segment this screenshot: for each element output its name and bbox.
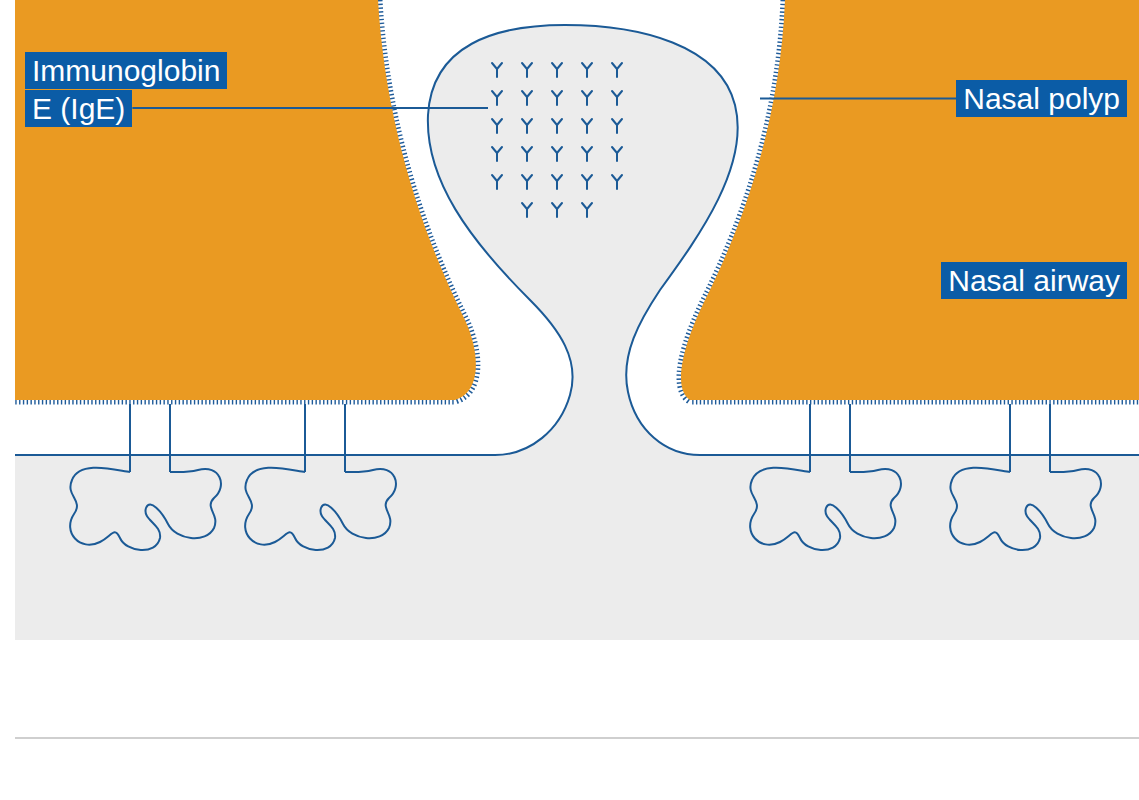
- gland: [750, 404, 901, 550]
- airway-wall: [15, 0, 476, 400]
- ige-antibodies: [492, 63, 622, 217]
- gland: [950, 404, 1101, 550]
- cilia: [681, 0, 1139, 400]
- gland: [245, 404, 396, 550]
- gland: [70, 404, 221, 550]
- airway-wall: [681, 0, 1139, 400]
- label-box: Nasal airway: [941, 262, 1127, 300]
- label-box: Immunoglobin E (IgE): [25, 52, 240, 127]
- label-box: Nasal polyp: [956, 80, 1127, 118]
- label-text: Immunoglobin E (IgE): [25, 52, 227, 127]
- leader-line: [760, 98, 956, 100]
- cilia: [15, 0, 476, 400]
- leader-line: [132, 107, 488, 109]
- label-text: Nasal airway: [941, 262, 1127, 299]
- label-text: Nasal polyp: [956, 80, 1127, 117]
- separator-rule: [15, 737, 1139, 739]
